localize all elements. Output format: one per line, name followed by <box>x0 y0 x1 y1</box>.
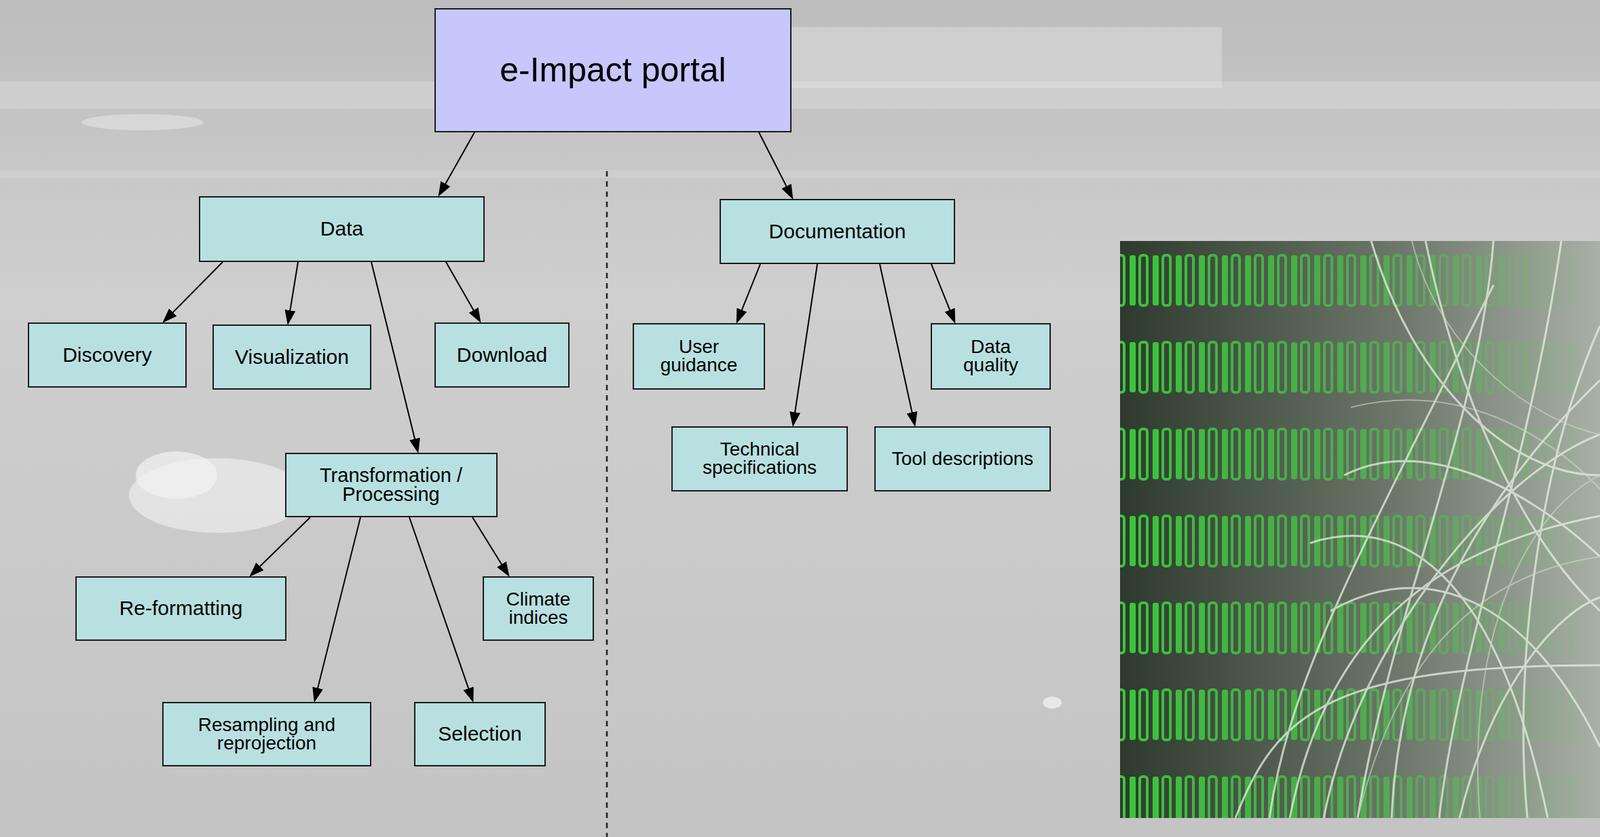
function-box: Visualization <box>212 324 372 390</box>
function-box: Discovery <box>27 322 187 388</box>
arrow-connector <box>371 262 417 446</box>
box-label: Transformation / Processing <box>295 466 487 504</box>
box-label: Data <box>320 219 364 239</box>
function-box: Re-formatting <box>75 576 287 641</box>
box-label: Technical specifications <box>683 440 837 477</box>
function-box: Resampling and reprojection <box>162 701 372 767</box>
function-box: Selection <box>414 701 546 767</box>
document-box: Tool descriptions <box>874 426 1051 492</box>
document-box: Data quality <box>930 323 1051 390</box>
box-label: Selection <box>437 724 522 744</box>
divider-line <box>606 171 609 837</box>
arrow-connector <box>316 517 361 695</box>
portal-box: e-Impact portal <box>434 8 792 133</box>
box-label: Discovery <box>62 345 153 366</box>
box-label: Tool descriptions <box>891 450 1034 469</box>
category-box: Documentation <box>719 198 956 265</box>
box-label: Climate indices <box>497 590 580 627</box>
document-box: Technical specifications <box>671 426 848 492</box>
arrow-connector <box>879 264 914 419</box>
category-box: Data <box>198 196 485 263</box>
box-label: User guidance <box>651 338 747 375</box>
arrow-connector <box>794 264 818 419</box>
box-label: Download <box>456 345 548 366</box>
function-box: Download <box>434 322 570 388</box>
box-label: Resampling and reprojection <box>177 716 356 753</box>
box-label: e-Impact portal <box>499 54 726 87</box>
box-label: Re-formatting <box>119 598 244 619</box>
arrow-connector <box>168 262 223 318</box>
function-box: Climate indices <box>482 576 594 641</box>
arrow-connector <box>472 517 506 571</box>
arrow-connector <box>739 264 761 317</box>
arrow-connector <box>441 132 475 190</box>
document-box: User guidance <box>632 323 766 390</box>
network-picture <box>1120 240 1600 818</box>
box-label: Data quality <box>951 338 1030 375</box>
arrow-connector <box>255 517 311 571</box>
function-box: Transformation / Processing <box>285 452 498 518</box>
arrow-connector <box>289 262 299 318</box>
box-label: Visualization <box>234 347 349 368</box>
arrow-connector <box>409 517 471 696</box>
box-label: Documentation <box>769 221 907 242</box>
arrow-connector <box>445 262 478 316</box>
arrow-connector <box>758 132 790 193</box>
arrow-connector <box>931 264 953 317</box>
